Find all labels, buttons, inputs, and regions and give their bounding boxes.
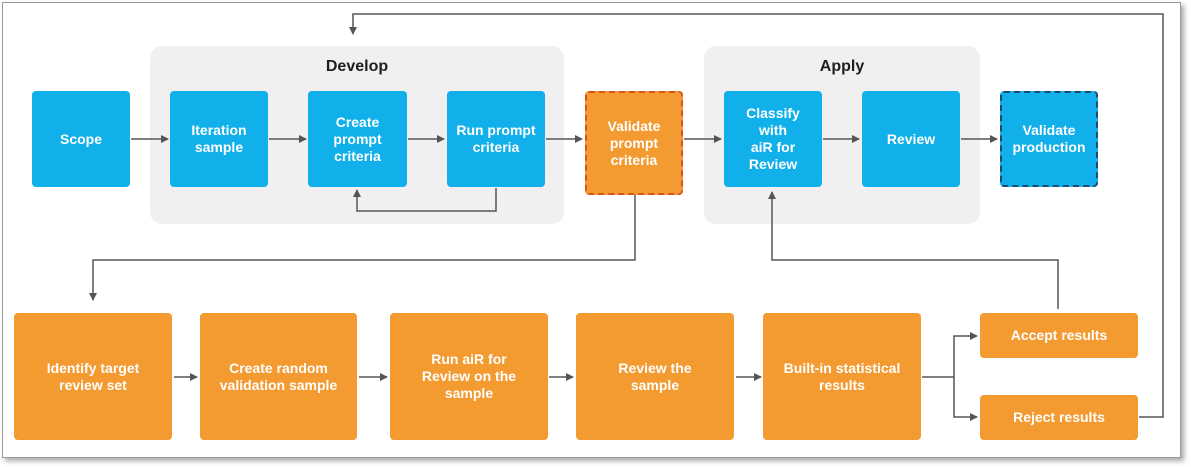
node-built-in-statistical-results: Built-in statistical results <box>763 313 921 440</box>
node-classify-with-air-label: Classify with aiR for Review <box>746 105 800 172</box>
loop-run-back-to-create <box>353 188 497 212</box>
node-validate-prompt-criteria-label: Validate prompt criteria <box>607 117 661 168</box>
node-review: Review <box>862 91 960 187</box>
node-create-random-validation-sample: Create random validation sample <box>200 313 357 440</box>
node-run-prompt-criteria: Run prompt criteria <box>447 91 545 187</box>
node-run-prompt-criteria-label: Run prompt criteria <box>456 122 536 155</box>
node-validate-production-label: Validate production <box>1012 122 1086 155</box>
node-built-in-statistical-results-label: Built-in statistical results <box>783 359 901 393</box>
node-reject-results: Reject results <box>980 395 1138 440</box>
node-run-air-for-review-label: Run aiR for Review on the sample <box>421 351 517 401</box>
node-iteration-sample: Iteration sample <box>170 91 268 187</box>
develop-group-title: Develop <box>325 58 389 75</box>
node-create-prompt-criteria-label: Create prompt criteria <box>333 113 382 164</box>
node-review-the-sample: Review the sample <box>576 313 734 440</box>
arrow-to-reject <box>953 377 978 421</box>
node-scope: Scope <box>32 91 130 187</box>
node-create-prompt-criteria: Create prompt criteria <box>308 91 407 187</box>
node-classify-with-air: Classify with aiR for Review <box>724 91 822 187</box>
node-reject-results-label: Reject results <box>1013 409 1105 425</box>
node-identify-target-review-set-label: Identify target review set <box>46 359 140 393</box>
arrow-to-accept <box>953 332 978 377</box>
node-identify-target-review-set: Identify target review set <box>14 313 172 440</box>
node-validate-production: Validate production <box>1000 91 1098 187</box>
node-iteration-sample-label: Iteration sample <box>191 122 247 155</box>
node-accept-results: Accept results <box>980 313 1138 358</box>
node-review-the-sample-label: Review the sample <box>618 359 692 393</box>
node-run-air-for-review: Run aiR for Review on the sample <box>390 313 548 440</box>
node-create-random-validation-sample-label: Create random validation sample <box>219 359 338 393</box>
node-accept-results-label: Accept results <box>1010 327 1108 343</box>
arrow-reject-back-to-start <box>349 13 1164 418</box>
apply-group-title: Apply <box>819 58 865 75</box>
arrow-validate-down-to-identify <box>89 195 636 301</box>
node-validate-prompt-criteria: Validate prompt criteria <box>585 91 683 195</box>
node-scope-label: Scope <box>59 130 102 147</box>
node-review-label: Review <box>886 130 936 147</box>
arrow-accept-back-to-classify <box>768 191 1059 309</box>
